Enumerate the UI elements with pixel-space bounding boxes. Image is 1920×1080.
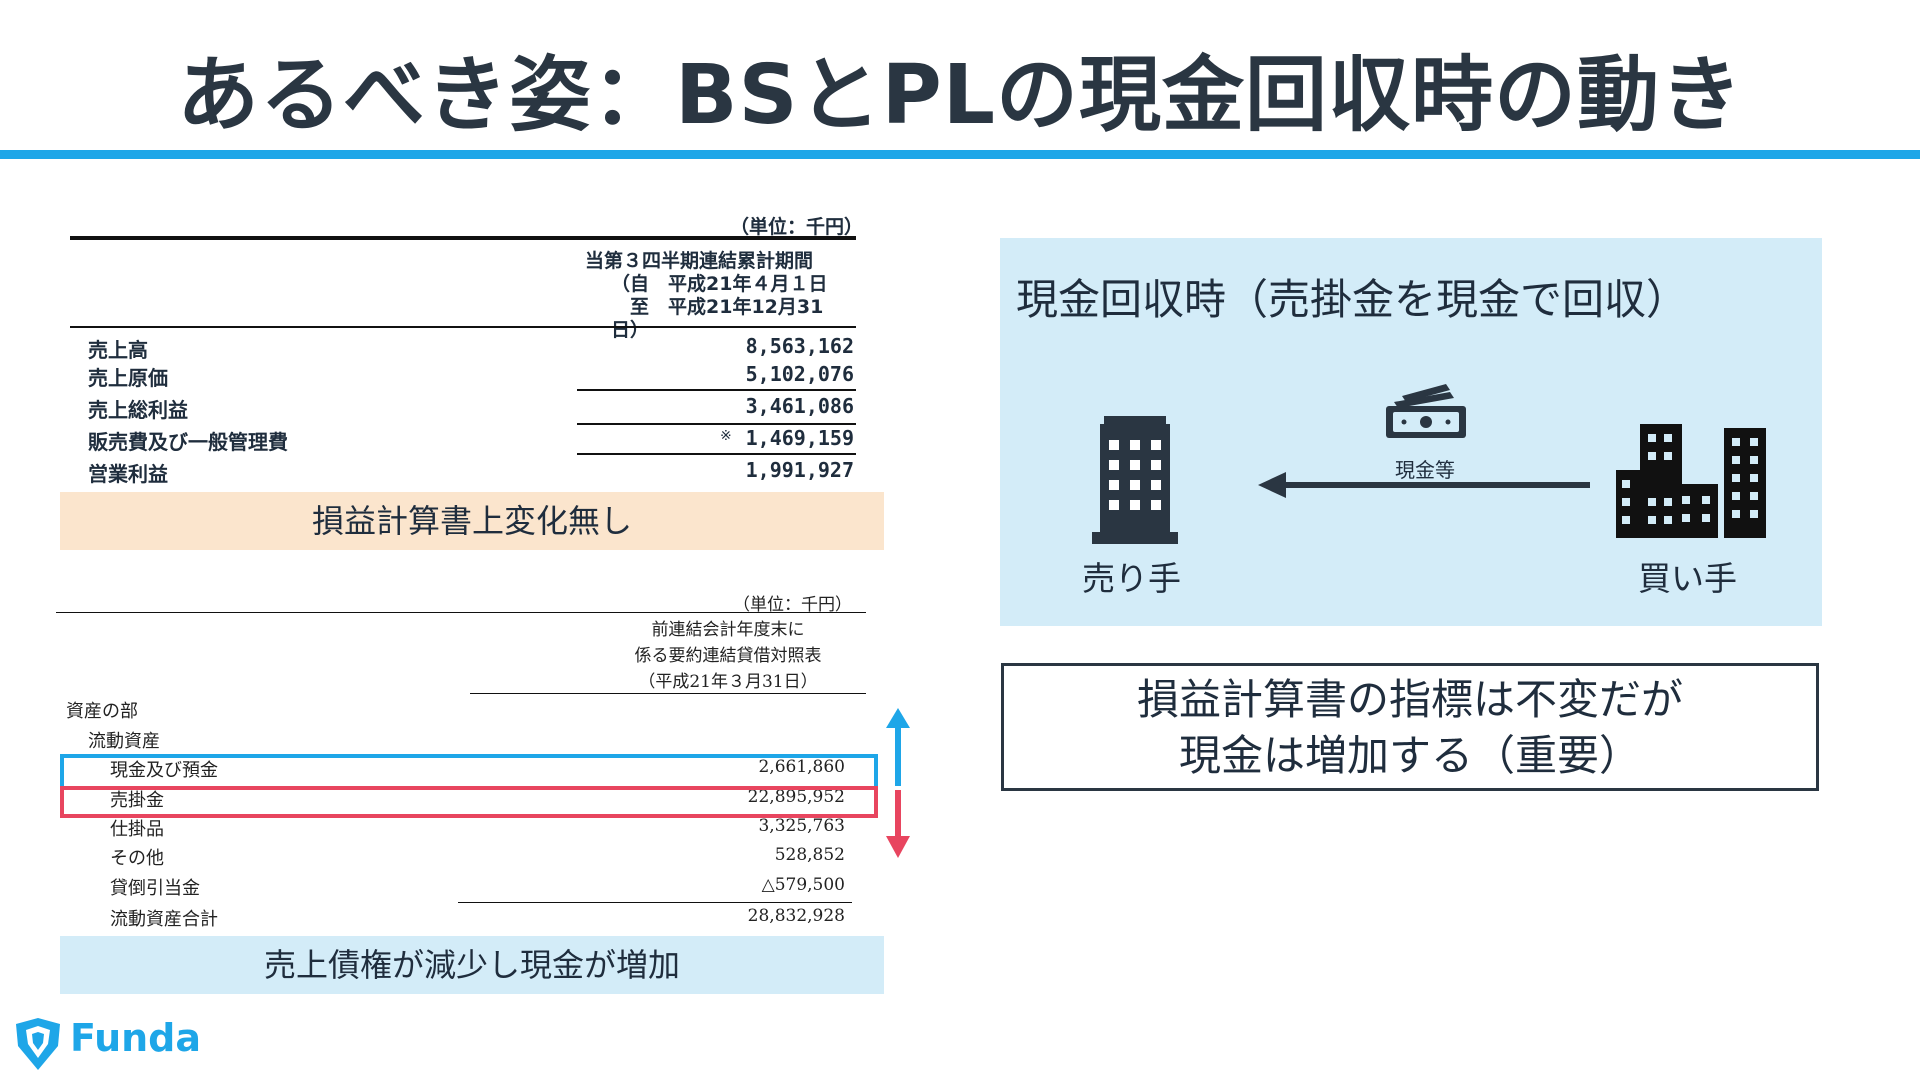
pl-period-line: （自 平成21年４月１日 <box>611 273 828 295</box>
pl-row-label: 売上高 <box>88 338 148 362</box>
bs-row-value: 528,852 <box>774 845 845 865</box>
bs-header-line: （平成21年３月31日） <box>638 672 818 692</box>
bs-row-value: 3,325,763 <box>758 816 845 836</box>
bs-column-header: 前連結会計年度末に 係る要約連結貸借対照表 （平成21年３月31日） <box>598 617 858 695</box>
pl-row-value: 1,469,159 <box>745 426 854 450</box>
pl-summary-band: 損益計算書上変化無し <box>60 492 884 550</box>
receivables-highlight-box <box>60 786 878 818</box>
bs-section-label: 資産の部 <box>66 701 138 722</box>
title-underline <box>0 150 1920 159</box>
pl-row-note: ※ <box>720 428 732 444</box>
pl-header-rule <box>70 326 856 328</box>
pl-period-header: 当第３四半期連結累計期間 （自 平成21年４月１日 至 平成21年12月31日） <box>585 250 835 342</box>
arrow-up-icon <box>886 708 910 786</box>
bs-row-label: 貸倒引当金 <box>110 878 200 899</box>
buyer-label: 買い手 <box>1638 559 1737 598</box>
pl-subtotal-rule <box>577 389 856 391</box>
pl-period-line: 当第３四半期連結累計期間 <box>585 250 814 272</box>
pl-unit-label: （単位：千円） <box>730 216 864 238</box>
cash-collection-diagram: 現金回収時（売掛金を現金で回収） 売り手 現金等 <box>1000 238 1822 626</box>
bs-row-label: 現金及び預金 <box>110 760 218 781</box>
pl-row-value: 5,102,076 <box>745 362 854 386</box>
bs-row-value: △579,500 <box>761 875 845 895</box>
cash-icon <box>1386 384 1466 438</box>
key-message-line: 損益計算書の指標は不変だが <box>1136 675 1683 724</box>
funda-logo-text: Funda <box>70 1016 202 1060</box>
diagram-title: 現金回収時（売掛金を現金で回収） <box>1016 275 1689 324</box>
left-arrow-icon <box>1258 472 1590 498</box>
page-title: あるべき姿：BSとPLの現金回収時の動き <box>177 48 1743 143</box>
bs-header-line: 前連結会計年度末に <box>651 620 805 640</box>
seller-label: 売り手 <box>1082 559 1181 598</box>
bs-header-line: 係る要約連結貸借対照表 <box>634 646 822 666</box>
key-message-line: 現金は増加する（重要） <box>1178 731 1641 780</box>
pl-subtotal-rule <box>577 423 856 425</box>
key-message-box: 損益計算書の指標は不変だが 現金は増加する（重要） <box>1001 663 1819 791</box>
cash-flow-label: 現金等 <box>1395 458 1455 482</box>
bs-row-value: 22,895,952 <box>747 787 845 807</box>
bs-row-label: その他 <box>110 848 164 869</box>
office-building-icon <box>1092 416 1178 544</box>
arrow-down-icon <box>886 790 910 858</box>
pl-row-label: 販売費及び一般管理費 <box>88 430 288 454</box>
pl-row-label: 売上原価 <box>88 366 168 390</box>
funda-logo-icon <box>16 1018 60 1070</box>
bs-row-value: 2,661,860 <box>758 757 845 777</box>
pl-top-rule <box>70 236 856 240</box>
bs-header-rule <box>470 693 866 694</box>
cash-highlight-box <box>60 754 878 790</box>
increase-decrease-arrows <box>886 708 910 858</box>
pl-row-value: 3,461,086 <box>745 394 854 418</box>
bs-row-label: 仕掛品 <box>110 819 164 840</box>
pl-row-value: 8,563,162 <box>745 334 854 358</box>
pl-row-label: 営業利益 <box>88 462 168 486</box>
city-buildings-icon <box>1616 424 1766 538</box>
bs-summary-band: 売上債権が減少し現金が増加 <box>60 936 884 994</box>
bs-unit-label: （単位：千円） <box>733 595 852 615</box>
bs-total-rule <box>458 902 852 903</box>
pl-period-line: 至 平成21年12月31日） <box>611 296 824 341</box>
bs-row-label: 売掛金 <box>110 790 164 811</box>
pl-subtotal-rule <box>577 453 856 455</box>
bs-subsection-label: 流動資産 <box>88 731 160 752</box>
bs-top-rule <box>56 612 866 613</box>
pl-row-value: 1,991,927 <box>745 458 854 482</box>
bs-row-label: 流動資産合計 <box>110 909 218 930</box>
bs-row-value: 28,832,928 <box>747 906 845 926</box>
pl-row-label: 売上総利益 <box>88 398 188 422</box>
